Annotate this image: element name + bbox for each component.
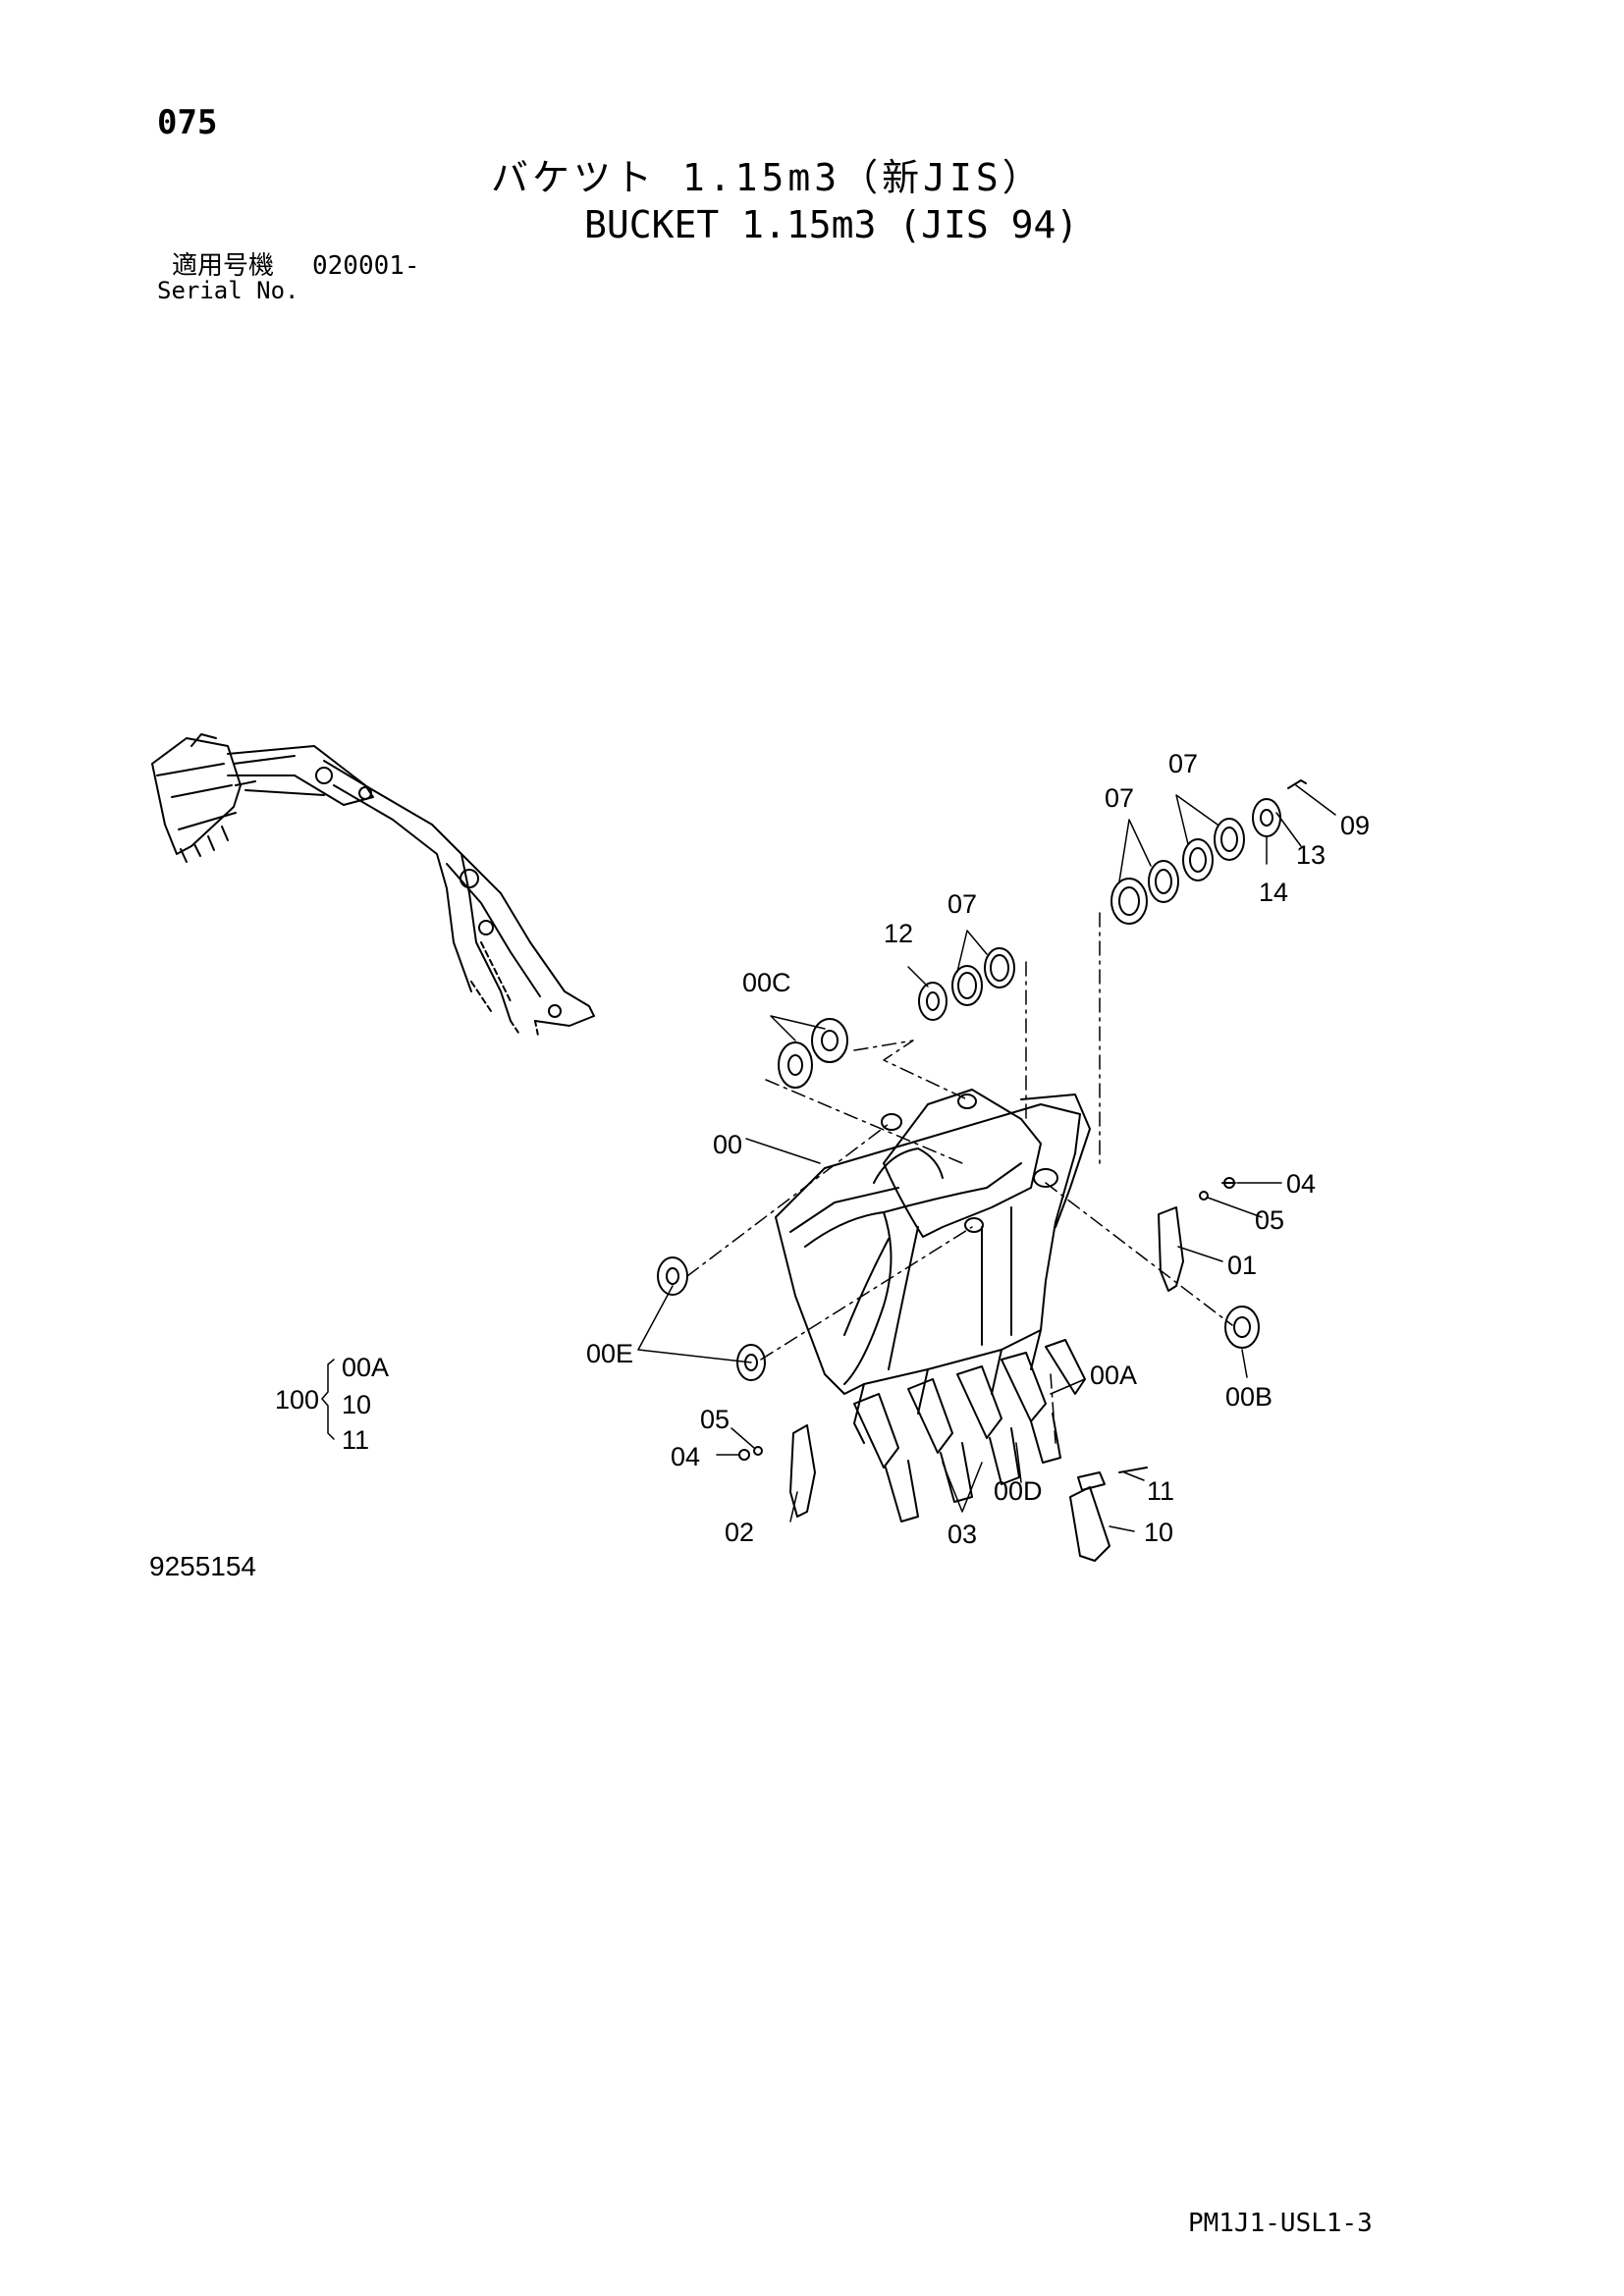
leader-lines bbox=[637, 784, 1336, 1532]
page-title-english: BUCKET 1.15m3 (JIS 94) bbox=[584, 203, 1079, 246]
excavator-front-thumbnail bbox=[151, 733, 595, 1037]
callout-07-upper: 07 bbox=[1168, 749, 1198, 778]
callout-00: 00 bbox=[713, 1130, 742, 1159]
bucket-body bbox=[775, 1089, 1091, 1444]
callout-05-left: 05 bbox=[700, 1405, 730, 1434]
page-code: PM1J1-USL1-3 bbox=[1188, 2209, 1373, 2238]
callout-13: 13 bbox=[1296, 840, 1326, 870]
serial-range: 020001- bbox=[312, 251, 420, 281]
side-cutter-right bbox=[1158, 1206, 1184, 1292]
page-title-japanese: バケツト 1.15m3（新JIS） bbox=[491, 156, 1044, 199]
callout-09: 09 bbox=[1340, 811, 1370, 840]
drawing-number: 9255154 bbox=[149, 1551, 257, 1581]
callout-04-left: 04 bbox=[671, 1442, 700, 1471]
callout-03: 03 bbox=[947, 1520, 977, 1549]
callout-00B: 00B bbox=[1225, 1382, 1272, 1412]
assembly-group-child: 00A bbox=[342, 1353, 389, 1382]
assembly-lines bbox=[686, 912, 1233, 1444]
assembly-group-child: 11 bbox=[342, 1425, 369, 1455]
serial-label-english: Serial No. bbox=[157, 277, 299, 304]
bolts-and-nuts bbox=[738, 1177, 1236, 1562]
assembly-group-parent: 100 bbox=[275, 1385, 319, 1415]
callout-07-middle: 07 bbox=[1105, 783, 1134, 813]
callout-12: 12 bbox=[884, 919, 913, 948]
bushings bbox=[657, 779, 1307, 1381]
side-cutter-left bbox=[789, 1424, 816, 1518]
callout-00A: 00A bbox=[1090, 1361, 1137, 1390]
callout-00D: 00D bbox=[994, 1476, 1043, 1506]
callout-04-right: 04 bbox=[1286, 1169, 1316, 1199]
callout-00C: 00C bbox=[742, 968, 791, 997]
callout-02: 02 bbox=[725, 1518, 754, 1547]
callout-05-right: 05 bbox=[1255, 1205, 1284, 1235]
callout-11: 11 bbox=[1147, 1476, 1174, 1506]
callout-00E: 00E bbox=[586, 1339, 633, 1368]
callout-14: 14 bbox=[1259, 878, 1288, 907]
serial-label-japanese: 適用号機 bbox=[172, 251, 275, 281]
callout-labels: 00 00A 00B 00C 00D 00E 01 02 03 04 04 05… bbox=[275, 749, 1370, 1549]
callout-07-lower: 07 bbox=[947, 889, 977, 919]
page-number: 075 bbox=[157, 103, 218, 142]
assembly-group-child: 10 bbox=[342, 1390, 371, 1419]
callout-10: 10 bbox=[1144, 1518, 1173, 1547]
assembly-group-bracket bbox=[321, 1359, 335, 1440]
callout-01: 01 bbox=[1227, 1251, 1257, 1280]
